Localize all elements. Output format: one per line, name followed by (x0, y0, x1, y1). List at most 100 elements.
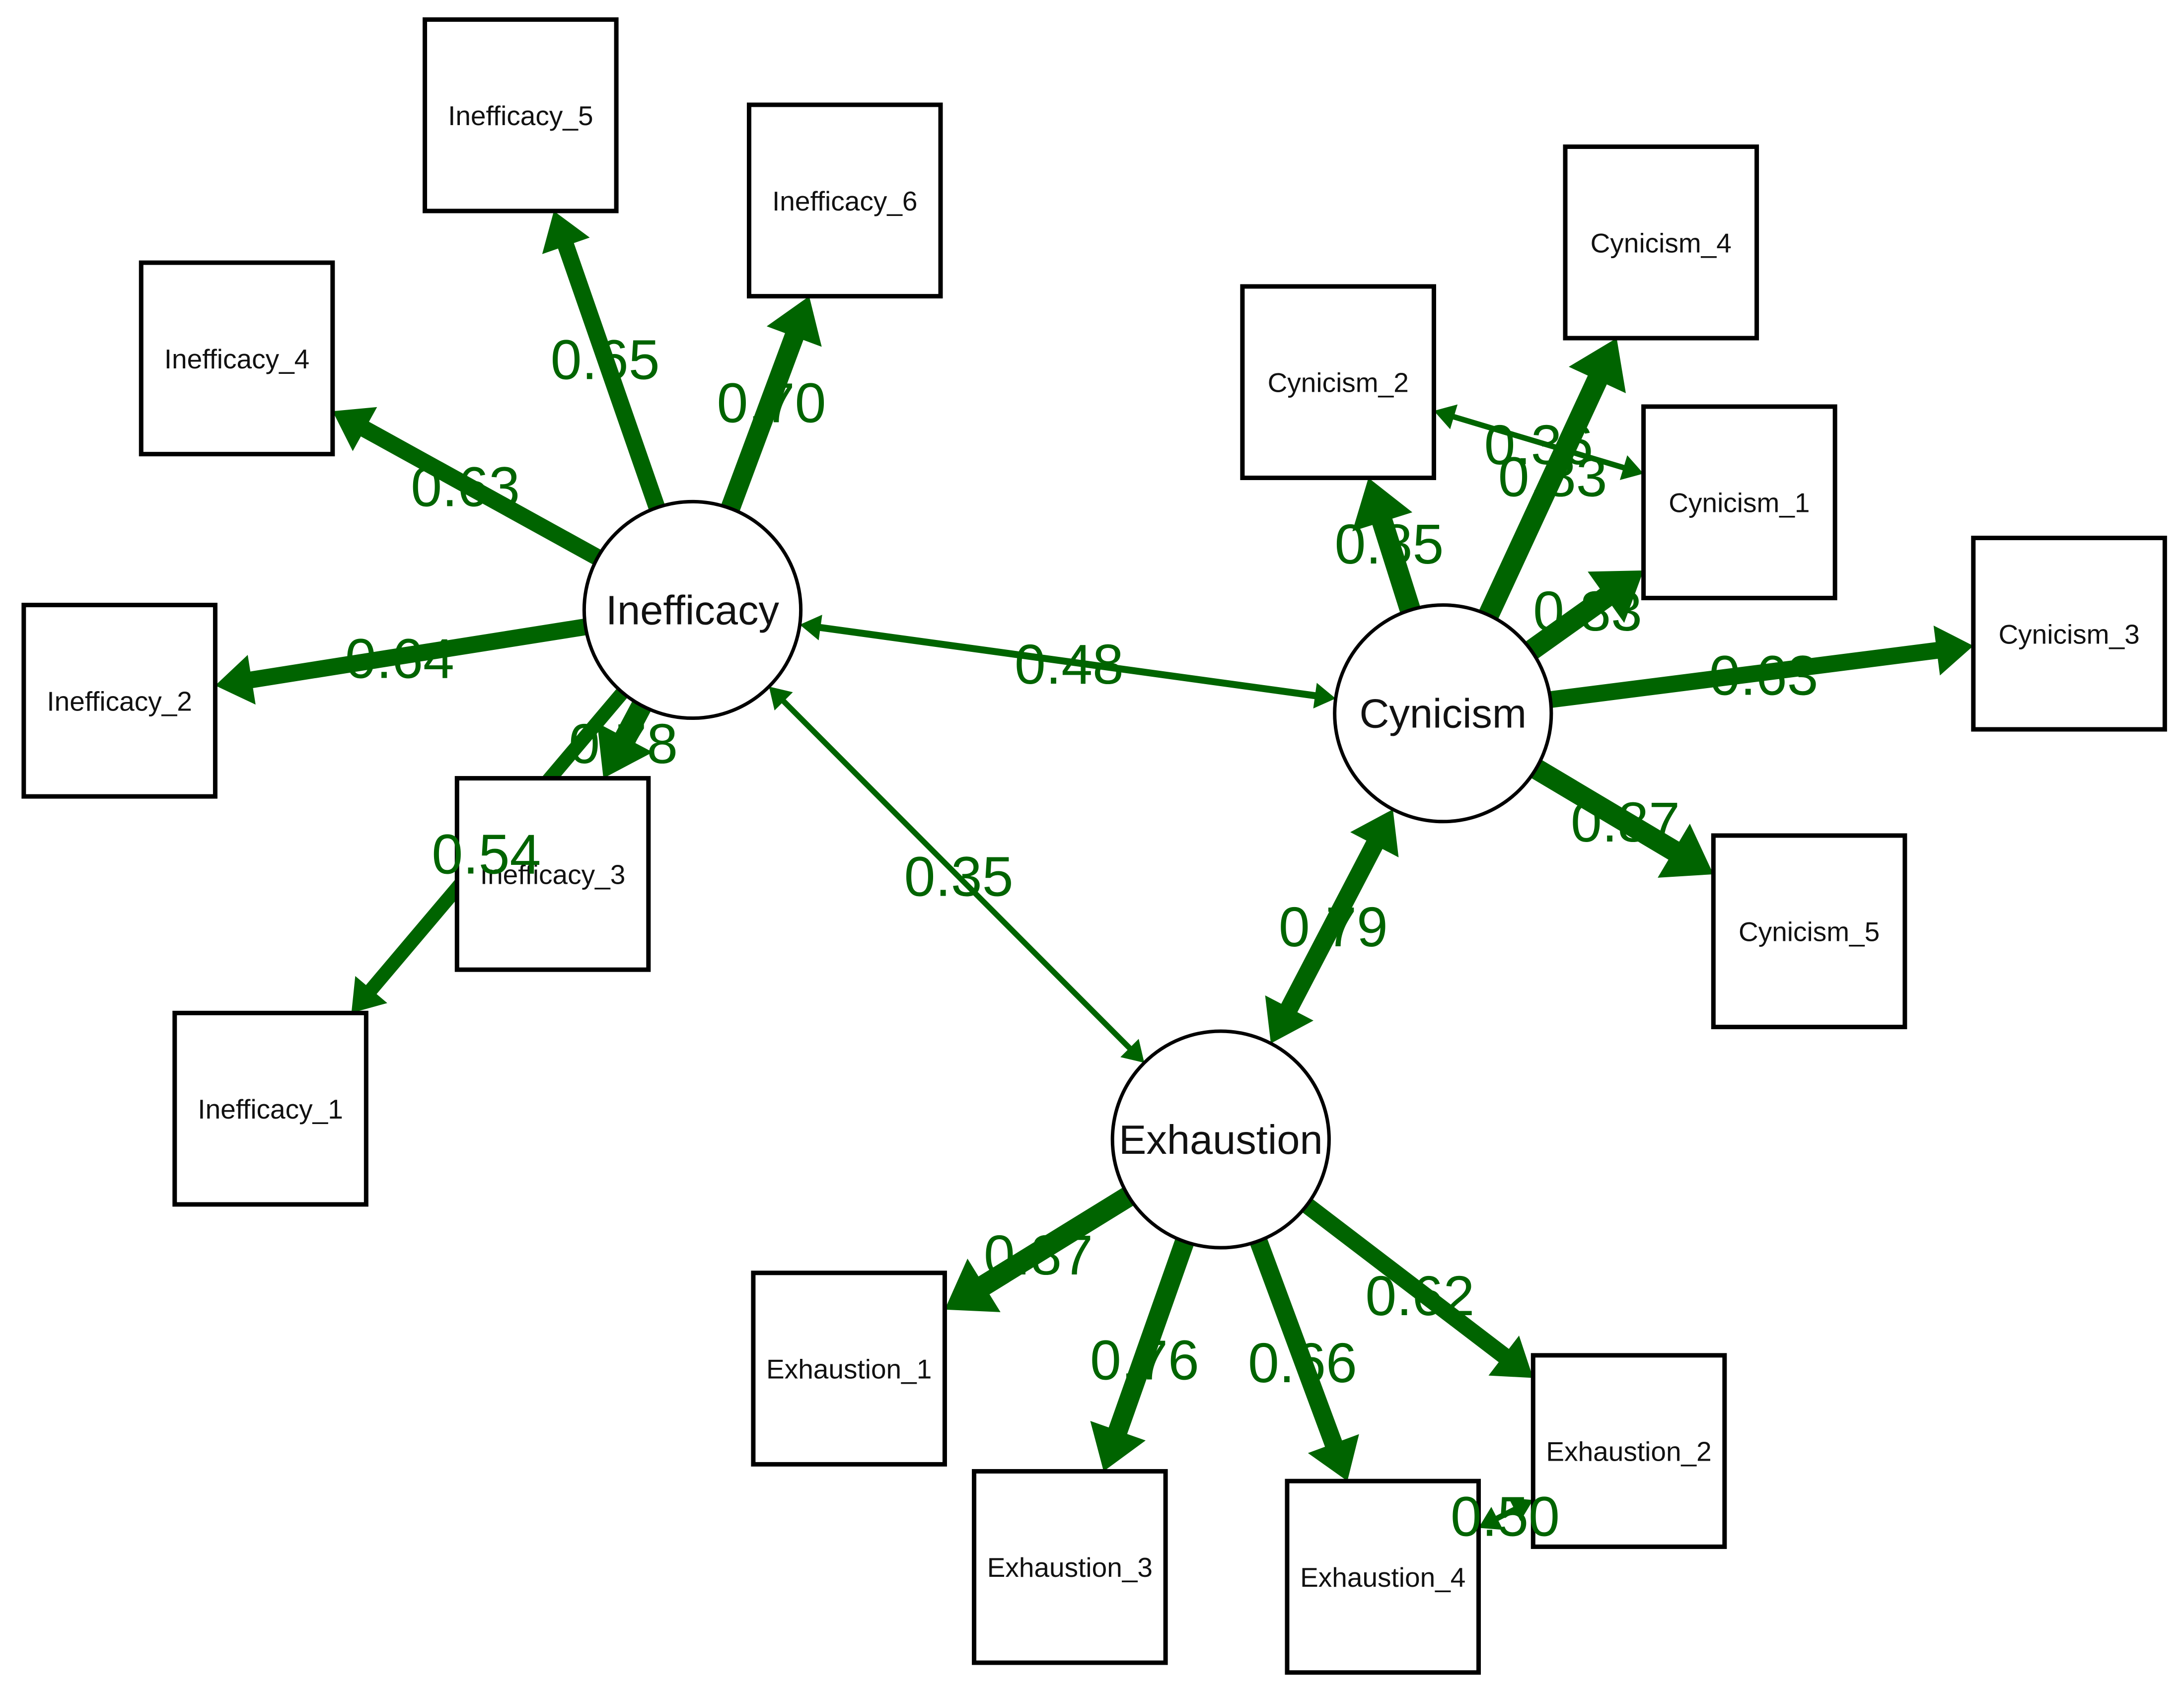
indicator-box (1711, 833, 1907, 1030)
loading-value-label: 0.62 (1365, 1265, 1474, 1327)
indicator-node-inefficacy-1: Inefficacy_1 (172, 1010, 368, 1207)
loading-value-label: 0.87 (984, 1224, 1093, 1286)
loading-edge-inefficacy-2 (248, 618, 587, 689)
loading-edge-inefficacy-6-head-end (766, 296, 822, 347)
indicator-node-cynicism-5: Cynicism_5 (1711, 833, 1907, 1030)
indicator-label: Inefficacy_3 (480, 859, 626, 890)
loading-edge-inefficacy-5-head-end (542, 211, 590, 254)
indicator-label: Cynicism_4 (1591, 227, 1732, 258)
loading-value-label: 0.66 (1248, 1332, 1357, 1394)
loading-edge-exhaustion-3 (1108, 1238, 1194, 1436)
loading-edge-inefficacy-3 (614, 701, 652, 744)
covariance-edge-cynicism-exhaustion-head-start (1350, 809, 1399, 857)
indicator-node-exhaustion-1: Exhaustion_1 (751, 1270, 947, 1467)
covariance-edge-exhaustion_4-exhaustion_2-head-start (1478, 1507, 1503, 1530)
covariance-value-label: 0.36 (1484, 414, 1594, 476)
indicator-label: Exhaustion_4 (1300, 1562, 1465, 1593)
indicator-box (21, 603, 218, 799)
indicator-label: Inefficacy_4 (164, 344, 310, 374)
indicator-box (423, 17, 619, 213)
indicator-node-cynicism-2: Cynicism_2 (1240, 284, 1436, 480)
indicator-label: Inefficacy_6 (772, 186, 918, 216)
indicator-label: Inefficacy_1 (198, 1094, 343, 1125)
indicator-box (1641, 404, 1837, 601)
covariance-edge-cynicism_2-cynicism_1-head-end (1619, 455, 1644, 480)
indicator-node-cynicism-3: Cynicism_3 (1971, 536, 2167, 732)
loading-value-label: 0.87 (1571, 791, 1680, 853)
loading-edge-cynicism-1 (1525, 587, 1614, 659)
indicator-box (139, 260, 335, 457)
loading-value-label: 0.54 (432, 823, 541, 886)
loading-edge-cynicism-3 (1549, 641, 1940, 708)
latent-circle (1110, 1029, 1331, 1250)
covariance-edge-inefficacy-exhaustion-head-end (1120, 1039, 1145, 1063)
loading-value-label: 0.65 (551, 328, 660, 391)
covariance-edge-inefficacy-exhaustion (780, 698, 1133, 1052)
indicator-node-cynicism-4: Cynicism_4 (1563, 144, 1759, 341)
loading-edge-cynicism-2 (1372, 516, 1421, 614)
loading-value-label: 0.76 (1090, 1329, 1199, 1391)
latent-label: Inefficacy (606, 587, 780, 633)
loading-edge-exhaustion-3-head-end (1090, 1421, 1146, 1472)
covariance-edge-cynicism-exhaustion (1280, 839, 1383, 1014)
latent-node-cynicism: Cynicism (1333, 603, 1553, 824)
indicator-box (746, 102, 943, 299)
loading-edge-inefficacy-6 (721, 331, 804, 512)
loading-value-label: 0.64 (345, 628, 454, 690)
indicator-label: Inefficacy_2 (47, 686, 192, 716)
edges-layer (215, 211, 1973, 1530)
loading-edge-cynicism-2-head-end (1352, 478, 1413, 532)
latent-label: Cynicism (1359, 691, 1527, 737)
covariance-value-label: 0.35 (904, 846, 1014, 908)
indicator-label: Inefficacy_5 (448, 100, 593, 131)
indicator-box (1285, 1479, 1481, 1675)
latent-node-exhaustion: Exhaustion (1110, 1029, 1331, 1250)
covariance-value-label: 0.50 (1451, 1485, 1560, 1548)
indicator-node-inefficacy-4: Inefficacy_4 (139, 260, 335, 457)
covariance-edge-cynicism-exhaustion-head-end (1265, 995, 1313, 1044)
indicator-node-inefficacy-5: Inefficacy_5 (423, 17, 619, 213)
loading-edge-inefficacy-4 (359, 421, 602, 565)
indicator-label: Exhaustion_3 (987, 1552, 1153, 1583)
loading-value-label: 0.70 (717, 372, 826, 434)
loading-value-label: 0.85 (1334, 513, 1444, 575)
covariance-edge-inefficacy-exhaustion-head-start (769, 686, 793, 710)
indicator-label: Cynicism_1 (1669, 488, 1810, 518)
covariance-edge-inefficacy-cynicism (818, 624, 1318, 700)
loading-edge-cynicism-4-head-end (1569, 338, 1626, 393)
loading-value-label: 0.63 (1709, 644, 1819, 706)
indicator-box (972, 1469, 1168, 1665)
latent-circle (1333, 603, 1553, 824)
indicator-box (751, 1270, 947, 1467)
indicator-box (1530, 1353, 1727, 1549)
loading-value-label: 0.83 (1498, 446, 1607, 508)
loading-edge-inefficacy-1-head-end (351, 976, 387, 1013)
indicator-label: Exhaustion_1 (766, 1354, 932, 1385)
indicator-node-exhaustion-4: Exhaustion_4 (1285, 1479, 1481, 1675)
latent-node-inefficacy: Inefficacy (582, 499, 803, 720)
loading-value-label: 0.63 (411, 455, 520, 518)
loading-edge-cynicism-5 (1530, 760, 1681, 861)
loading-edge-exhaustion-4 (1249, 1238, 1343, 1449)
indicator-label: Cynicism_2 (1268, 367, 1409, 398)
indicator-node-exhaustion-3: Exhaustion_3 (972, 1469, 1168, 1665)
loading-edge-exhaustion-2 (1302, 1198, 1511, 1364)
covariance-value-label: 0.48 (1015, 633, 1124, 696)
loading-edge-cynicism-5-head-end (1658, 824, 1714, 878)
loading-edge-exhaustion-1-head-end (945, 1259, 1001, 1312)
indicator-box (172, 1010, 368, 1207)
labels-layer: 0.650.700.630.640.780.540.850.830.830.63… (345, 328, 1819, 1548)
loading-edge-inefficacy-4-head-end (332, 407, 377, 451)
loading-edge-exhaustion-4-head-end (1308, 1434, 1359, 1481)
covariance-edge-inefficacy-cynicism-head-start (800, 615, 822, 640)
indicator-box (1971, 536, 2167, 732)
covariance-edge-cynicism_2-cynicism_1-head-start (1434, 404, 1458, 429)
indicator-box (1563, 144, 1759, 341)
loading-edge-cynicism-1-head-end (1588, 570, 1644, 623)
latent-label: Exhaustion (1119, 1117, 1323, 1163)
indicator-node-inefficacy-3: Inefficacy_3 (454, 776, 651, 972)
covariance-edge-cynicism_2-cynicism_1 (1451, 413, 1626, 471)
loading-edge-inefficacy-3-head-end (597, 722, 653, 778)
latent-circle (582, 499, 803, 720)
